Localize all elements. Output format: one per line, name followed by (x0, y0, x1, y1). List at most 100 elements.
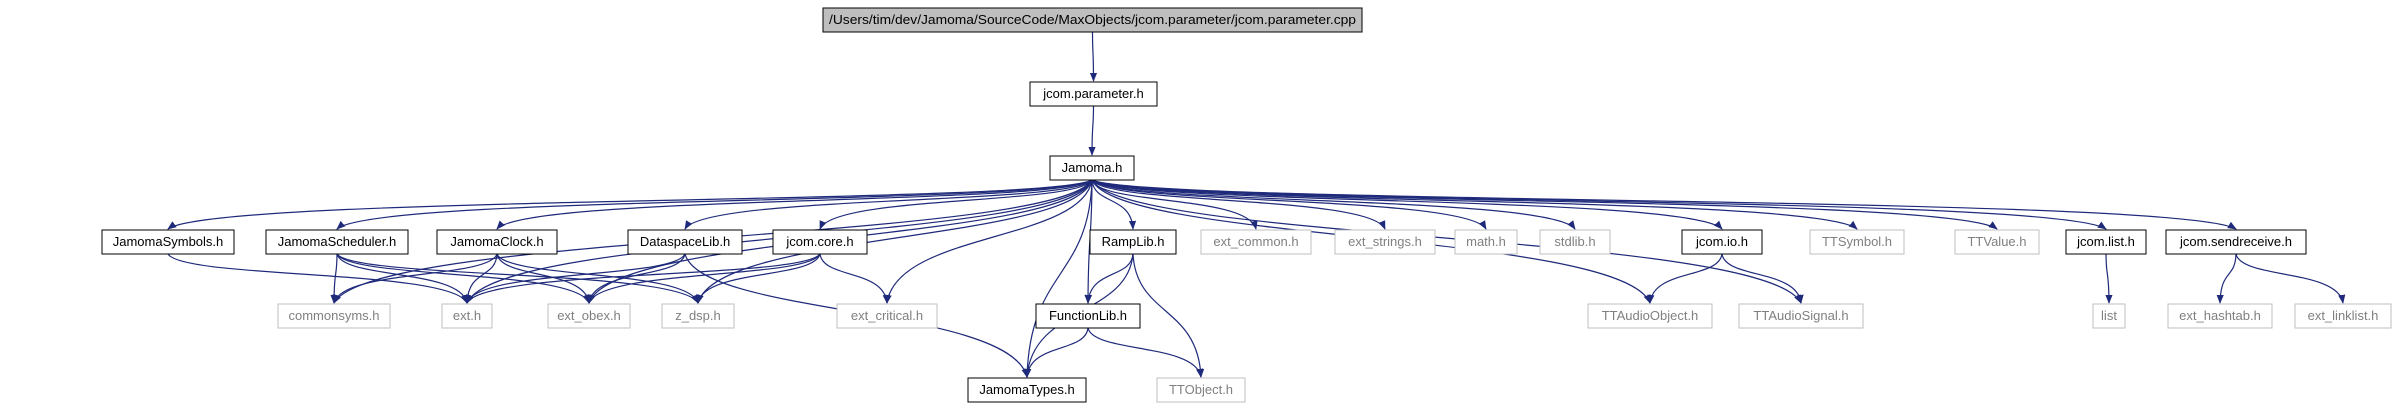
edge-scheduler-to-commonsyms (330, 253, 338, 304)
node-list: list (2092, 303, 2126, 329)
node-list-h[interactable]: jcom.list.h (2065, 229, 2147, 255)
node-box (1454, 229, 1518, 255)
edge-jamoma_h-to-io (1091, 179, 1723, 230)
node-core[interactable]: jcom.core.h (772, 229, 868, 255)
node-box (277, 303, 391, 329)
edge-jamoma_h-to-sendreceive (1091, 179, 2237, 230)
node-scheduler[interactable]: JamomaScheduler.h (265, 229, 409, 255)
node-dataspace[interactable]: DataspaceLib.h (627, 229, 743, 255)
node-box (2165, 229, 2307, 255)
node-functionlib[interactable]: FunctionLib.h (1035, 303, 1141, 329)
node-label: JamomaClock.h (450, 234, 543, 249)
node-label: JamomaSymbols.h (113, 234, 224, 249)
node-ttvalue: TTValue.h (1954, 229, 2040, 255)
edge-sendreceive-to-ext_linklist (2235, 253, 2346, 304)
node-ext-common: ext_common.h (1200, 229, 1312, 255)
edge-layer (167, 31, 2346, 378)
node-jamomatypes[interactable]: JamomaTypes.h (967, 377, 1087, 403)
node-label: ext_critical.h (851, 308, 923, 323)
edge-symbols-to-ext (167, 253, 468, 304)
node-root: /Users/tim/dev/Jamoma/SourceCode/MaxObje… (822, 7, 1363, 33)
node-label: JamomaTypes.h (979, 382, 1074, 397)
edge-functionlib-to-jamomatypes (1024, 327, 1089, 378)
edge-clock-to-ext (463, 253, 498, 304)
node-label: jcom.parameter.h (1042, 86, 1143, 101)
edge-root-to-param_h (1089, 31, 1098, 82)
node-box (1049, 155, 1135, 181)
node-stdlib: stdlib.h (1539, 229, 1611, 255)
node-ext-hashtab: ext_hashtab.h (2167, 303, 2273, 329)
edge-dataspace-to-ext (466, 253, 686, 304)
node-label: jcom.io.h (1695, 234, 1748, 249)
node-box (1738, 303, 1864, 329)
edge-core-to-ext_critical (819, 253, 890, 304)
node-ttobject: TTObject.h (1156, 377, 1246, 403)
edge-jamoma_h-to-jamomatypes (1023, 179, 1093, 378)
edge-jamoma_h-to-symbols (167, 179, 1093, 230)
node-box (1200, 229, 1312, 255)
node-io[interactable]: jcom.io.h (1681, 229, 1763, 255)
node-label: list (2101, 308, 2117, 323)
node-box (2167, 303, 2273, 329)
node-commonsyms: commonsyms.h (277, 303, 391, 329)
node-box (1681, 229, 1763, 255)
node-label: TTAudioSignal.h (1753, 308, 1848, 323)
node-box (1156, 377, 1246, 403)
node-box (101, 229, 235, 255)
node-label: /Users/tim/dev/Jamoma/SourceCode/MaxObje… (829, 12, 1356, 27)
node-ext-linklist: ext_linklist.h (2294, 303, 2392, 329)
node-sendreceive[interactable]: jcom.sendreceive.h (2165, 229, 2307, 255)
node-label: math.h (1466, 234, 1506, 249)
node-ext-obex: ext_obex.h (547, 303, 631, 329)
node-label: TTSymbol.h (1822, 234, 1892, 249)
node-label: TTObject.h (1169, 382, 1233, 397)
node-label: FunctionLib.h (1049, 308, 1127, 323)
node-jamoma-h[interactable]: Jamoma.h (1049, 155, 1135, 181)
node-math: math.h (1454, 229, 1518, 255)
node-ttaudiosignal: TTAudioSignal.h (1738, 303, 1864, 329)
edge-jamoma_h-to-clock (496, 179, 1093, 230)
node-box (1809, 229, 1905, 255)
edge-jamoma_h-to-scheduler (336, 179, 1093, 230)
edge-io-to-ttaudioobject (1647, 253, 1723, 304)
node-label: z_dsp.h (675, 308, 721, 323)
edge-core-to-z_dsp (695, 253, 821, 304)
edge-functionlib-to-ttobject (1087, 327, 1204, 378)
edge-core-to-ext_obex (588, 253, 821, 304)
node-label: jcom.list.h (2076, 234, 2135, 249)
node-label: ext_linklist.h (2308, 308, 2379, 323)
node-ext: ext.h (441, 303, 493, 329)
node-box (661, 303, 735, 329)
edge-core-to-ext (466, 253, 821, 304)
node-label: jcom.sendreceive.h (2179, 234, 2292, 249)
edge-clock-to-z_dsp (496, 253, 700, 304)
node-label: JamomaScheduler.h (278, 234, 397, 249)
node-label: ext_obex.h (557, 308, 621, 323)
node-ramp[interactable]: RampLib.h (1089, 229, 1177, 255)
node-box (2092, 303, 2126, 329)
node-label: TTValue.h (1967, 234, 2026, 249)
node-symbols[interactable]: JamomaSymbols.h (101, 229, 235, 255)
edge-clock-to-commonsyms (332, 253, 498, 304)
node-box (822, 7, 1363, 33)
edge-jamoma_h-to-ramp (1091, 179, 1137, 230)
node-box (627, 229, 743, 255)
node-box (2065, 229, 2147, 255)
edge-jamoma_h-to-ttsymbol (1091, 179, 1858, 230)
edge-jamoma_h-to-ext_critical (884, 179, 1093, 304)
node-box (265, 229, 409, 255)
node-box (836, 303, 938, 329)
node-box (2294, 303, 2392, 329)
node-label: ext_hashtab.h (2179, 308, 2261, 323)
node-box (1334, 229, 1436, 255)
node-clock[interactable]: JamomaClock.h (436, 229, 558, 255)
edge-ramp-to-functionlib (1084, 253, 1134, 304)
edge-scheduler-to-ext_obex (336, 253, 590, 304)
node-param-h[interactable]: jcom.parameter.h (1029, 81, 1158, 107)
edge-clock-to-ext_obex (496, 253, 592, 304)
edge-jamoma_h-to-ttaudiosignal (1091, 179, 1802, 304)
node-box (1954, 229, 2040, 255)
edge-jamoma_h-to-ext_strings (1091, 179, 1386, 230)
node-label: commonsyms.h (288, 308, 379, 323)
